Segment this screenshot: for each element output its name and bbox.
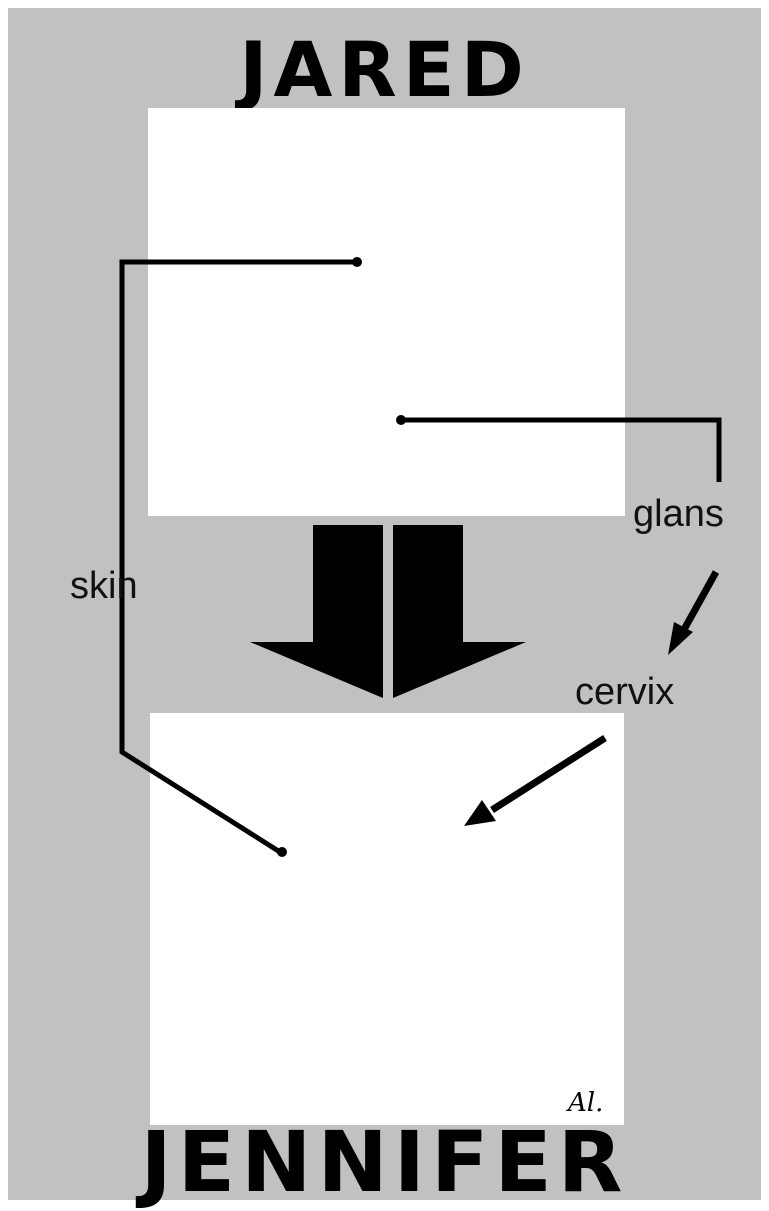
title-top: JARED (0, 30, 769, 110)
panel-top-placeholder (148, 108, 625, 516)
label-cervix: cervix (575, 672, 674, 712)
panel-bottom-placeholder (150, 713, 624, 1125)
title-bottom: JENNIFER (0, 1118, 769, 1206)
label-glans: glans (633, 494, 724, 534)
label-skin: skin (70, 566, 138, 606)
